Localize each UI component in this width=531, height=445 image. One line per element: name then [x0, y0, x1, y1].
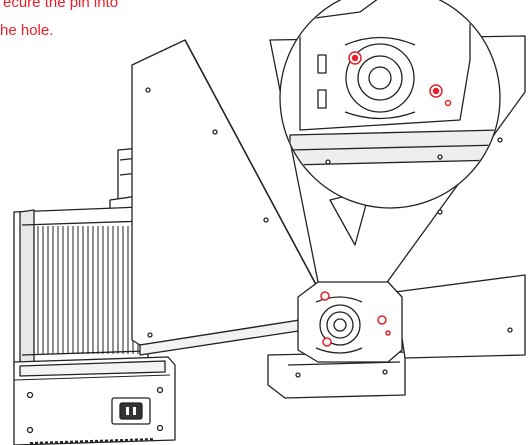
- zoom-detail: [289, 0, 499, 166]
- pin-markers: [320, 51, 452, 347]
- pin-marker-hub-right-hole: [385, 330, 391, 336]
- pin-marker-zoom-hole: [444, 99, 452, 107]
- pin-marker-hub-right: [377, 315, 387, 325]
- instruction-line-2: he hole.: [0, 22, 54, 39]
- power-socket-icon: [111, 397, 151, 425]
- center-hub: [297, 281, 403, 363]
- pin-marker-zoom-left-core: [351, 54, 359, 62]
- stepper-motor: [13, 206, 149, 376]
- print-bed-plate: [131, 39, 321, 356]
- instruction-line-1: ecure the pin into: [3, 0, 119, 11]
- pin-marker-zoom-right-core: [432, 87, 440, 95]
- pin-marker-hub-bottom: [322, 337, 332, 347]
- pin-marker-hub-top: [320, 291, 330, 301]
- power-supply-box: [13, 356, 176, 445]
